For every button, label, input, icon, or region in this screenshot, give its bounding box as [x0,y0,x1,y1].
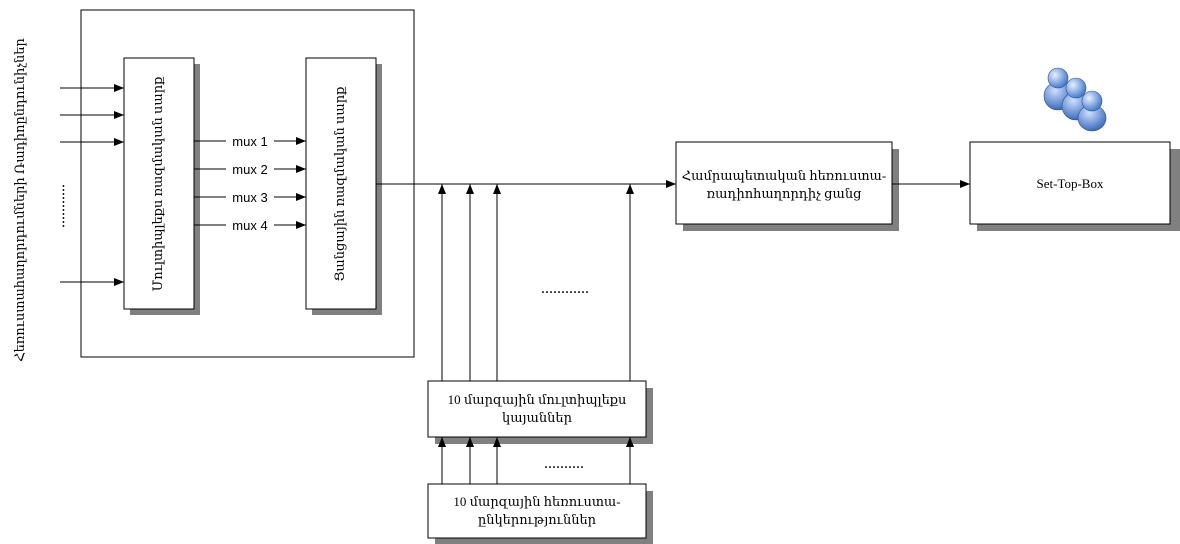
regional-tv-box: 10 մարզային հեռուստա- ընկերություններ [427,483,653,544]
mux-arrows: mux 1 mux 2 mux 3 mux 4 [194,132,306,234]
mux-label-2: mux 2 [232,162,267,177]
mux-label-4: mux 4 [232,218,267,233]
set-top-box-label: Set-Top-Box [1037,176,1104,191]
tv-company-up-arrows [438,437,634,484]
combiner-block: Ցանցային ռազմական սարք [305,57,382,315]
regional-up-arrows [438,184,634,381]
input-dots: ........... [58,184,75,228]
mux-label-1: mux 1 [232,134,267,149]
input-arrows [60,84,124,286]
regional-tv-line2: ընկերություններ [478,512,597,527]
multiplexer-block: Մուլտիպլեքս ռազմական սարք [123,57,200,315]
regional-mux-box: 10 մարզային մուլտիպլեքս կայաններ [427,380,653,444]
input-label-line: Հեռուստահաղորդումների Ռադիոընդունիչներ [12,38,27,362]
multiplexer-label: Մուլտիպլեքս ռազմական սարք [150,76,165,292]
input-sources-label: Հեռուստահաղորդումների Ռադիոընդունիչներ [12,38,27,362]
users-icon [1043,67,1107,132]
regional-mux-line2: կայաններ [502,410,573,425]
middle-dots: ............ [541,280,589,297]
network-box-line1: Համրապետական հեռուստա- [682,168,886,183]
lower-dots: .......... [544,455,584,472]
mux-label-3: mux 3 [232,190,267,205]
network-box-line2: ռադիոհաղորդիչ ցանց [707,186,862,201]
regional-mux-line1: 10 մարզային մուլտիպլեքս [448,392,627,407]
combiner-label: Ցանցային ռազմական սարք [332,86,347,281]
set-top-box: Set-Top-Box [969,141,1180,231]
regional-tv-line1: 10 մարզային հեռուստա- [453,494,620,509]
network-box: Համրապետական հեռուստա- ռադիոհաղորդիչ ցան… [675,141,899,231]
